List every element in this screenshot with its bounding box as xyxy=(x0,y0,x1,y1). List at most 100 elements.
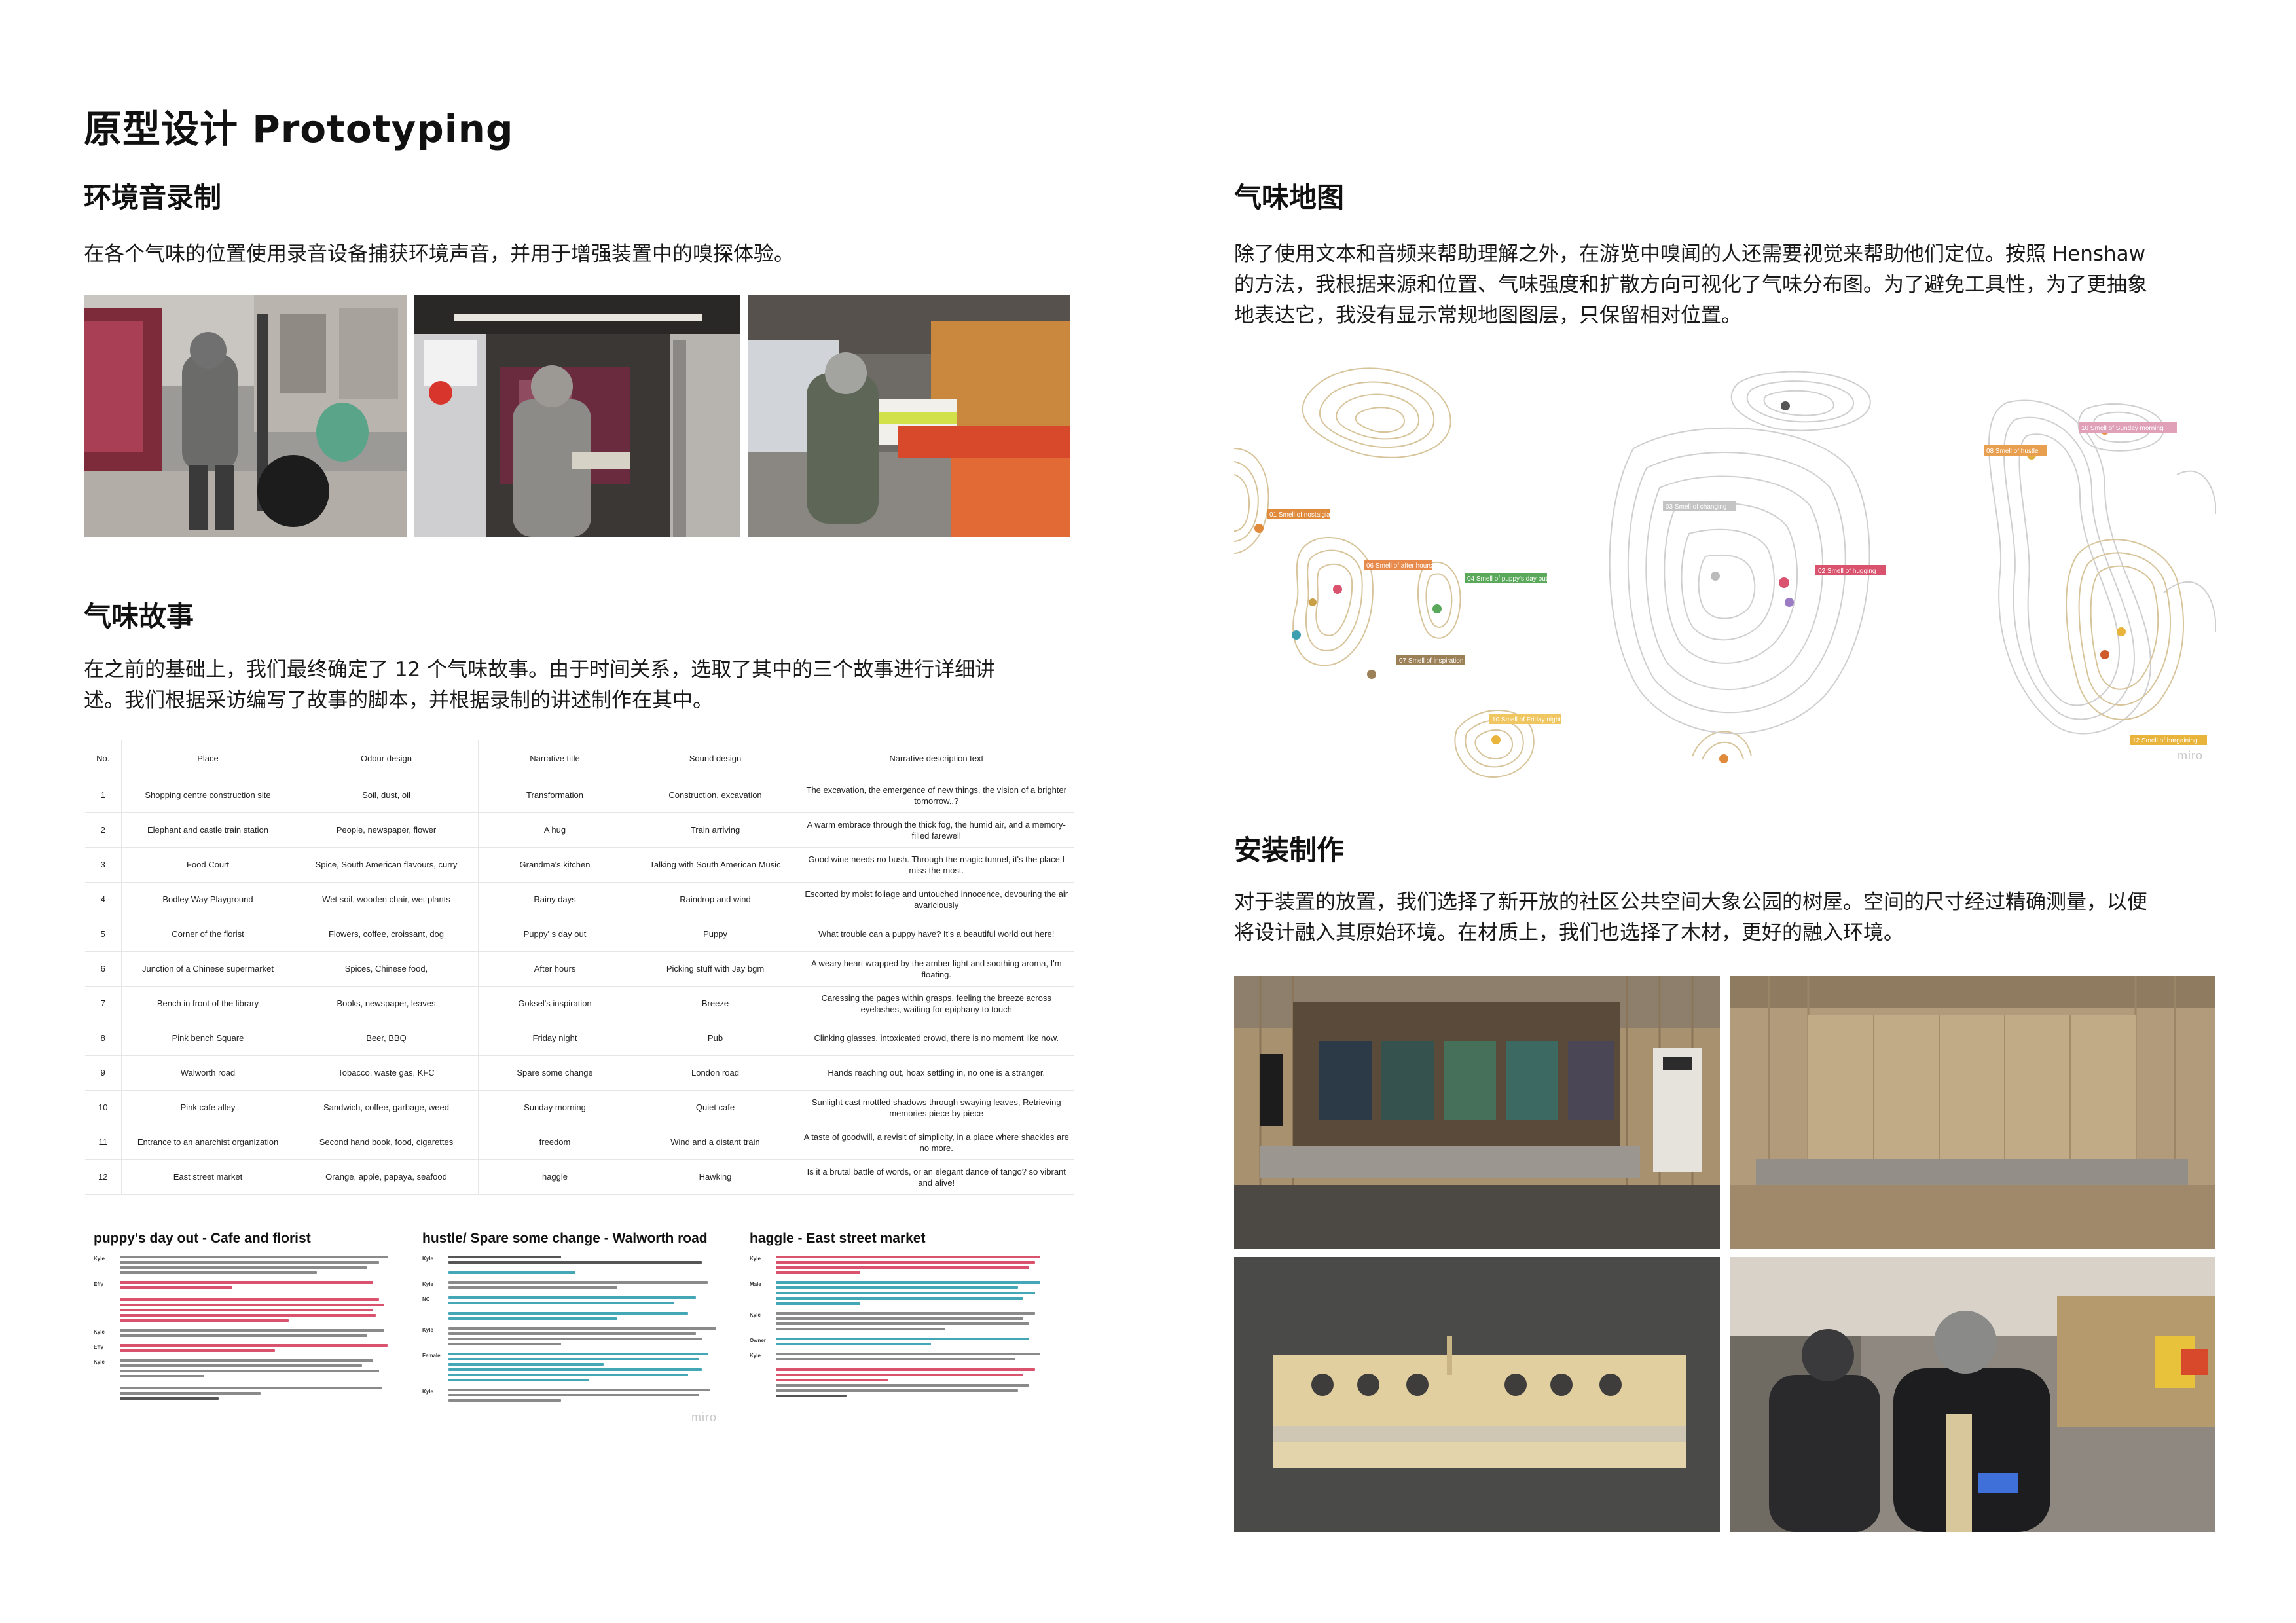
map-label: 10 Smell of Friday night xyxy=(1492,716,1561,723)
map-label: 07 Smell of inspiration xyxy=(1399,657,1463,665)
speaker-label: Male xyxy=(750,1281,761,1287)
smell-dot xyxy=(1781,401,1790,410)
install-photo-workshop xyxy=(1730,1257,2215,1532)
table-cell: 6 xyxy=(85,951,122,987)
table-cell: Spices, Chinese food, xyxy=(295,951,479,987)
table-cell: 5 xyxy=(85,917,122,952)
table-cell: Flowers, coffee, croissant, dog xyxy=(295,917,479,952)
table-cell: What trouble can a puppy have? It's a be… xyxy=(799,917,1074,952)
table-cell: 11 xyxy=(85,1125,122,1160)
map-text-line-3: 地表达它，我没有显示常规地图图层，只保留相对位置。 xyxy=(1234,304,1741,327)
speaker-label: Kyle xyxy=(422,1256,433,1262)
table-cell: Spare some change xyxy=(478,1055,632,1091)
speaker-label: Effy xyxy=(94,1281,104,1287)
table-cell: Elephant and castle train station xyxy=(121,812,295,848)
column-header: Odour design xyxy=(295,740,479,778)
table-cell: Hawking xyxy=(632,1159,799,1195)
table-cell: Orange, apple, papaya, seafood xyxy=(295,1159,479,1195)
table-cell: Second hand book, food, cigarettes xyxy=(295,1125,479,1160)
table-cell: Corner of the florist xyxy=(121,917,295,952)
speaker-label: Kyle xyxy=(750,1312,761,1318)
recording-heading: 环境音录制 xyxy=(84,181,222,213)
table-cell: 8 xyxy=(85,1021,122,1056)
table-cell: Friday night xyxy=(478,1021,632,1056)
smell-dot xyxy=(1432,604,1442,613)
table-cell: Raindrop and wind xyxy=(632,882,799,917)
smell-dot xyxy=(2100,650,2109,659)
table-cell: After hours xyxy=(478,951,632,987)
table-cell: London road xyxy=(632,1055,799,1091)
table-cell: Bench in front of the library xyxy=(121,986,295,1021)
recording-photo-roadworks xyxy=(748,295,1070,537)
stories-text-line-1: 在之前的基础上，我们最终确定了 12 个气味故事。由于时间关系，选取了其中的三个… xyxy=(84,658,996,682)
table-cell: A weary heart wrapped by the amber light… xyxy=(799,951,1074,987)
table-cell: A warm embrace through the thick fog, th… xyxy=(799,812,1074,848)
page-title: 原型设计 Prototyping xyxy=(84,107,514,151)
smell-map-svg: 01 Smell of nostalgia 06 Smell of after … xyxy=(1233,367,2217,778)
speaker-label: Kyle xyxy=(422,1281,433,1287)
smell-map: 01 Smell of nostalgia 06 Smell of after … xyxy=(1233,357,2217,782)
map-label: 10 Smell of Sunday morning xyxy=(2081,425,2164,432)
smell-dot xyxy=(1254,524,1264,533)
recording-text: 在各个气味的位置使用录音设备捕获环境声音，并用于增强装置中的嗅探体验。 xyxy=(84,242,794,266)
column-header: No. xyxy=(85,740,122,778)
map-heading: 气味地图 xyxy=(1234,181,1345,213)
table-cell: Train arriving xyxy=(632,812,799,848)
smell-dot xyxy=(1333,585,1342,594)
map-label: 04 Smell of puppy's day out xyxy=(1467,575,1548,583)
speaker-label: NC xyxy=(422,1296,430,1302)
table-cell: Wind and a distant train xyxy=(632,1125,799,1160)
table-cell: 2 xyxy=(85,812,122,848)
smell-dot xyxy=(1367,670,1376,679)
table-cell: Bodley Way Playground xyxy=(121,882,295,917)
table-cell: Puppy' s day out xyxy=(478,917,632,952)
script-haggle: haggle - East street market Kyle Male Ky… xyxy=(750,1231,1057,1404)
table-cell: Spice, South American flavours, curry xyxy=(295,847,479,883)
table-cell: Escorted by moist foliage and untouched … xyxy=(799,882,1074,917)
script-puppy: puppy's day out - Cafe and florist Kyle … xyxy=(94,1231,401,1407)
table-cell: Clinking glasses, intoxicated crowd, the… xyxy=(799,1021,1074,1056)
speaker-label: Owner xyxy=(750,1338,766,1343)
table-cell: Soil, dust, oil xyxy=(295,778,479,813)
speaker-label: Female xyxy=(422,1353,441,1359)
install-heading: 安装制作 xyxy=(1234,834,1345,866)
table-cell: A hug xyxy=(478,812,632,848)
table-cell: Grandma's kitchen xyxy=(478,847,632,883)
column-header: Place xyxy=(121,740,295,778)
speaker-label: Kyle xyxy=(750,1353,761,1359)
table-cell: haggle xyxy=(478,1159,632,1195)
table-cell: Sunlight cast mottled shadows through sw… xyxy=(799,1090,1074,1125)
table-cell: Picking stuff with Jay bgm xyxy=(632,951,799,987)
speaker-label: Kyle xyxy=(94,1256,105,1262)
table-cell: Good wine needs no bush. Through the mag… xyxy=(799,847,1074,883)
table-cell: Construction, excavation xyxy=(632,778,799,813)
table-cell: A taste of goodwill, a revisit of simpli… xyxy=(799,1125,1074,1160)
table-cell: The excavation, the emergence of new thi… xyxy=(799,778,1074,813)
smell-dot xyxy=(1779,577,1789,588)
install-photo-treehouse-wall xyxy=(1234,976,1720,1249)
table-cell: 7 xyxy=(85,986,122,1021)
table-cell: Hands reaching out, hoax settling in, no… xyxy=(799,1055,1074,1091)
table-cell: East street market xyxy=(121,1159,295,1195)
smell-dot xyxy=(2117,627,2126,636)
table-cell: Beer, BBQ xyxy=(295,1021,479,1056)
table-cell: 10 xyxy=(85,1090,122,1125)
recording-photo-street xyxy=(84,295,407,537)
table-cell: 1 xyxy=(85,778,122,813)
table-cell: Rainy days xyxy=(478,882,632,917)
miro-watermark: miro xyxy=(691,1411,717,1424)
install-text-line-2: 将设计融入其原始环境。在材质上，我们也选择了木材，更好的融入环境。 xyxy=(1234,921,1904,945)
install-text-line-1: 对于装置的放置，我们选择了新开放的社区公共空间大象公园的树屋。空间的尺寸经过精确… xyxy=(1234,890,2147,914)
speaker-label: Kyle xyxy=(750,1256,761,1262)
smell-dot xyxy=(1785,598,1794,607)
smell-dot xyxy=(1719,754,1728,763)
speaker-label: Kyle xyxy=(422,1327,433,1333)
table-cell: Entrance to an anarchist organization xyxy=(121,1125,295,1160)
table-cell: Pink cafe alley xyxy=(121,1090,295,1125)
